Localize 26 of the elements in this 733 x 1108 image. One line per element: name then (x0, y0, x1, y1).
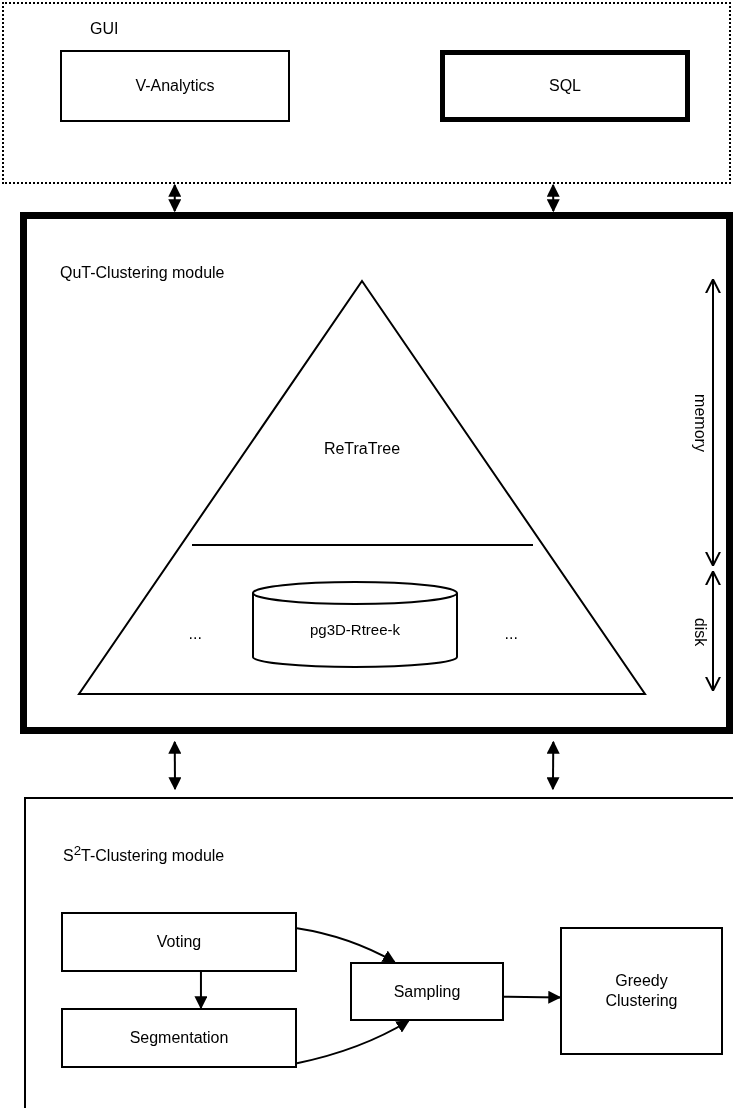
double-arrow (546, 740, 560, 791)
panel-title: GUI (90, 20, 119, 38)
module-panel (24, 797, 733, 1108)
module-title: QuT-Clustering module (60, 264, 225, 282)
tree-label: ReTraTree (322, 440, 402, 458)
double-arrow (168, 183, 182, 213)
process-box: Greedy Clustering (560, 927, 723, 1055)
arrow (296, 927, 396, 963)
double-arrow (546, 183, 560, 213)
gui-panel (2, 2, 731, 184)
module-panel (20, 212, 733, 734)
arrow (296, 1020, 410, 1065)
arrow (194, 971, 208, 1010)
component-box: SQL (440, 50, 690, 122)
arrow (503, 990, 562, 1004)
process-box: Segmentation (61, 1008, 297, 1068)
module-title: S$^{2}$T-Clustering module (63, 843, 225, 866)
index-label: pg3D-Rtree-k (309, 621, 401, 638)
disk-label: disk (691, 617, 710, 647)
memory-label: memory (690, 394, 709, 452)
component-box: V-Analytics (60, 50, 290, 122)
ellipsis-text: ... (188, 625, 202, 643)
double-arrow (168, 740, 182, 791)
process-box: Sampling (350, 962, 504, 1021)
process-box: Voting (61, 912, 297, 972)
ellipsis-text: ... (504, 625, 518, 643)
